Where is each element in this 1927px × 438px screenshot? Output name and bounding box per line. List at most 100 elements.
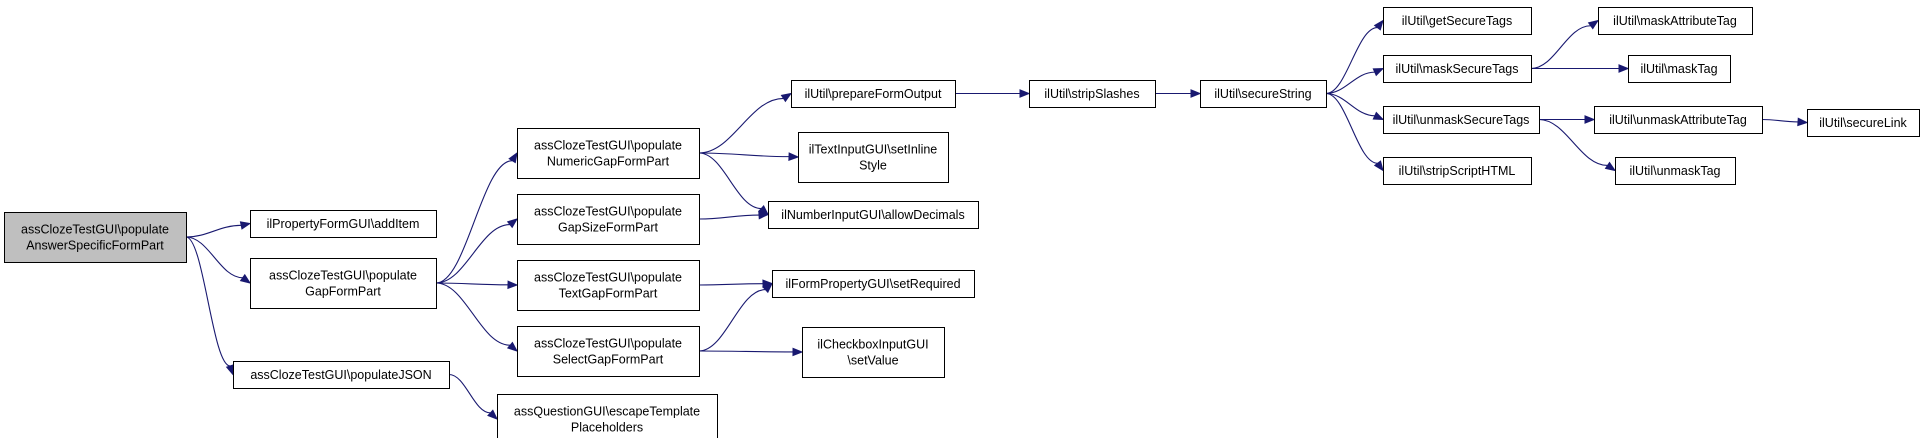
edge-json-to-escape: [448, 373, 491, 414]
node-selectgap[interactable]: assClozeTestGUI\populateSelectGapFormPar…: [517, 326, 700, 377]
arrowhead-unmasksecure-to-unmaskattr: [1584, 115, 1596, 124]
node-textinline-label-1: Style: [859, 159, 887, 173]
arrowhead-root-to-json: [225, 364, 235, 376]
node-setreq-label-0: ilFormPropertyGUI\setRequired: [785, 277, 960, 291]
edge-selectgap-to-setreq: [698, 289, 766, 352]
node-maskattr[interactable]: ilUtil\maskAttributeTag: [1598, 7, 1753, 35]
node-gapsize-label-0: assClozeTestGUI\populate: [534, 205, 682, 219]
node-unmasksecure-label-0: ilUtil\unmaskSecureTags: [1393, 113, 1530, 127]
arrowhead-json-to-escape: [487, 409, 498, 420]
node-checkbox[interactable]: ilCheckboxInputGUI\setValue: [802, 327, 945, 378]
node-getsecure-box: [1383, 7, 1532, 35]
arrowhead-unmaskattr-to-securelink: [1797, 117, 1809, 127]
edge-gapform-to-numeric: [435, 160, 513, 284]
arrowhead-secure-to-stripscript: [1373, 160, 1384, 172]
edge-masksecure-to-maskattr: [1530, 25, 1591, 70]
node-unmasktag-box: [1615, 157, 1736, 185]
node-root-box: [4, 212, 187, 263]
arrowhead-root-to-additem: [239, 221, 252, 230]
node-numeric[interactable]: assClozeTestGUI\populateNumericGapFormPa…: [517, 128, 700, 179]
node-textgap-label-0: assClozeTestGUI\populate: [534, 271, 682, 285]
edge-secure-to-getsecure: [1325, 27, 1378, 95]
node-stripscript[interactable]: ilUtil\stripScriptHTML: [1383, 157, 1532, 185]
node-root-label-1: AnswerSpecificFormPart: [26, 239, 164, 253]
node-textinline-label-0: ilTextInputGUI\setInline: [809, 143, 938, 157]
node-allowdec-box: [768, 201, 979, 229]
node-secure-label-0: ilUtil\secureString: [1214, 87, 1311, 101]
node-additem[interactable]: ilPropertyFormGUI\addItem: [250, 210, 437, 238]
node-unmaskattr[interactable]: ilUtil\unmaskAttributeTag: [1594, 106, 1763, 134]
node-unmaskattr-label-0: ilUtil\unmaskAttributeTag: [1609, 113, 1747, 127]
node-root-label-0: assClozeTestGUI\populate: [21, 223, 169, 237]
edge-gapform-to-gapsize: [435, 224, 510, 284]
edge-gapform-to-textgap: [435, 282, 509, 286]
node-strip[interactable]: ilUtil\stripSlashes: [1029, 80, 1156, 108]
node-getsecure[interactable]: ilUtil\getSecureTags: [1383, 7, 1532, 35]
edge-gapform-to-selectgap: [435, 282, 511, 346]
arrowhead-gapform-to-selectgap: [506, 341, 519, 352]
node-securelink[interactable]: ilUtil\secureLink: [1807, 109, 1920, 137]
arrowhead-selectgap-to-checkbox: [792, 347, 804, 357]
node-masktag[interactable]: ilUtil\maskTag: [1628, 55, 1731, 83]
edge-selectgap-to-checkbox: [698, 350, 794, 353]
arrowhead-masksecure-to-maskattr: [1587, 19, 1600, 30]
node-prepare-label-0: ilUtil\prepareFormOutput: [805, 87, 942, 101]
node-escape-box: [497, 394, 718, 438]
node-masksecure[interactable]: ilUtil\maskSecureTags: [1383, 55, 1532, 83]
edge-numeric-to-allowdec: [698, 152, 762, 210]
node-selectgap-box: [517, 326, 700, 377]
arrowhead-gapform-to-gapsize: [506, 218, 519, 229]
edge-root-to-additem: [185, 224, 242, 238]
edge-secure-to-masksecure: [1325, 71, 1375, 95]
node-root[interactable]: assClozeTestGUI\populateAnswerSpecificFo…: [4, 212, 187, 263]
nodes: assClozeTestGUI\populateAnswerSpecificFo…: [4, 7, 1920, 438]
node-textinline-box: [798, 132, 949, 183]
node-additem-label-0: ilPropertyFormGUI\addItem: [267, 217, 420, 231]
edge-numeric-to-textinline: [698, 152, 790, 158]
node-json[interactable]: assClozeTestGUI\populateJSON: [233, 361, 450, 389]
arrowhead-gapform-to-textgap: [507, 280, 519, 290]
node-strip-box: [1029, 80, 1156, 108]
node-getsecure-label-0: ilUtil\getSecureTags: [1402, 14, 1512, 28]
node-unmasktag-label-0: ilUtil\unmaskTag: [1629, 164, 1720, 178]
node-escape-label-1: Placeholders: [571, 421, 643, 435]
node-allowdec-label-0: ilNumberInputGUI\allowDecimals: [781, 208, 964, 222]
edge-unmaskattr-to-securelink: [1761, 118, 1799, 123]
node-gapform-box: [250, 258, 437, 309]
node-json-label-0: assClozeTestGUI\populateJSON: [250, 368, 431, 382]
arrowhead-secure-to-getsecure: [1373, 19, 1384, 31]
node-unmasktag[interactable]: ilUtil\unmaskTag: [1615, 157, 1736, 185]
node-unmasksecure-box: [1383, 106, 1540, 134]
node-secure-box: [1200, 80, 1327, 108]
node-masktag-label-0: ilUtil\maskTag: [1640, 62, 1717, 76]
arrowhead-prepare-to-strip: [1019, 89, 1031, 98]
node-maskattr-label-0: ilUtil\maskAttributeTag: [1613, 14, 1737, 28]
node-prepare[interactable]: ilUtil\prepareFormOutput: [791, 80, 956, 108]
edge-unmasksecure-to-unmasktag: [1538, 118, 1608, 167]
arrowhead-secure-to-masksecure: [1372, 67, 1385, 77]
node-unmasksecure[interactable]: ilUtil\unmaskSecureTags: [1383, 106, 1540, 134]
node-gapsize-box: [517, 194, 700, 245]
node-checkbox-label-0: ilCheckboxInputGUI: [817, 338, 928, 352]
node-selectgap-label-1: SelectGapFormPart: [553, 353, 664, 367]
node-prepare-box: [791, 80, 956, 108]
edge-numeric-to-prepare: [698, 97, 784, 154]
node-numeric-label-1: NumericGapFormPart: [547, 155, 670, 169]
arrowhead-strip-to-secure: [1190, 89, 1202, 98]
edges: [185, 19, 1809, 420]
node-escape-label-0: assQuestionGUI\escapeTemplate: [514, 405, 700, 419]
node-textgap-label-1: TextGapFormPart: [559, 287, 658, 301]
arrowhead-selectgap-to-setreq: [762, 282, 773, 294]
node-escape[interactable]: assQuestionGUI\escapeTemplatePlaceholder…: [497, 394, 718, 438]
node-allowdec[interactable]: ilNumberInputGUI\allowDecimals: [768, 201, 979, 229]
node-additem-box: [250, 210, 437, 238]
edge-secure-to-stripscript: [1325, 92, 1378, 164]
node-secure[interactable]: ilUtil\secureString: [1200, 80, 1327, 108]
node-stripscript-label-0: ilUtil\stripScriptHTML: [1399, 164, 1516, 178]
node-setreq[interactable]: ilFormPropertyGUI\setRequired: [772, 270, 975, 298]
